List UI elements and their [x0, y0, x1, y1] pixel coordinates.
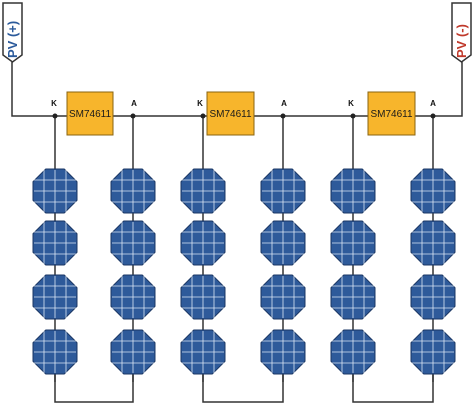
junction-dot-2: [130, 113, 136, 119]
junction-dot-1: [52, 113, 58, 119]
chip-1: SM74611 K A: [51, 91, 137, 136]
solar-cell-c3-r4: [180, 329, 226, 375]
solar-cell-c3-r2: [180, 220, 226, 266]
chip-1-label: SM74611: [69, 109, 112, 120]
chip-3: SM74611 K A: [348, 91, 436, 136]
solar-cell-c4-r3: [260, 274, 306, 320]
chip-3-label: SM74611: [370, 109, 413, 120]
solar-cell-c6-r2: [410, 220, 456, 266]
junction-dot-3: [200, 113, 206, 119]
solar-cell-c5-r4: [330, 329, 376, 375]
bottom-link-3: [352, 374, 434, 403]
solar-cell-c3-r3: [180, 274, 226, 320]
junction-dot-5: [350, 113, 356, 119]
solar-cell-c5-r3: [330, 274, 376, 320]
pv-positive-terminal: PV (+): [2, 2, 23, 63]
solar-cell-c1-r3: [32, 274, 78, 320]
pv-positive-label: PV (+): [5, 21, 20, 58]
chip-2-left-pin: K: [197, 99, 203, 108]
solar-cell-c3-r1: [180, 168, 226, 214]
chip-2-label: SM74611: [209, 109, 252, 120]
bottom-link-2: [202, 374, 284, 403]
solar-cell-c5-r1: [330, 168, 376, 214]
solar-cell-c6-r4: [410, 329, 456, 375]
junction-dots: [52, 113, 436, 119]
solar-cell-c1-r2: [32, 220, 78, 266]
solar-cell-c4-r4: [260, 329, 306, 375]
bottom-link-1: [54, 374, 134, 403]
chip-3-left-pin: K: [348, 99, 354, 108]
bottom-links: [54, 374, 434, 403]
solar-cell-c1-r4: [32, 329, 78, 375]
solar-cell-c4-r2: [260, 220, 306, 266]
solar-cell-c6-r1: [410, 168, 456, 214]
junction-dot-4: [280, 113, 286, 119]
chip-2: SM74611 K A: [197, 91, 287, 136]
pv-negative-terminal: PV (-): [451, 2, 472, 63]
chip-1-right-pin: A: [131, 99, 137, 108]
chip-1-left-pin: K: [51, 99, 57, 108]
solar-cell-c5-r2: [330, 220, 376, 266]
solar-cell-array: [32, 168, 456, 375]
solar-cell-c2-r3: [110, 274, 156, 320]
solar-cell-c2-r2: [110, 220, 156, 266]
solar-cell-c1-r1: [32, 168, 78, 214]
solar-cell-c2-r4: [110, 329, 156, 375]
solar-cell-c4-r1: [260, 168, 306, 214]
solar-cell-c6-r3: [410, 274, 456, 320]
solar-cell-c2-r1: [110, 168, 156, 214]
chip-3-right-pin: A: [430, 99, 436, 108]
junction-dot-6: [430, 113, 436, 119]
pv-negative-label: PV (-): [454, 24, 469, 58]
chip-2-right-pin: A: [281, 99, 287, 108]
